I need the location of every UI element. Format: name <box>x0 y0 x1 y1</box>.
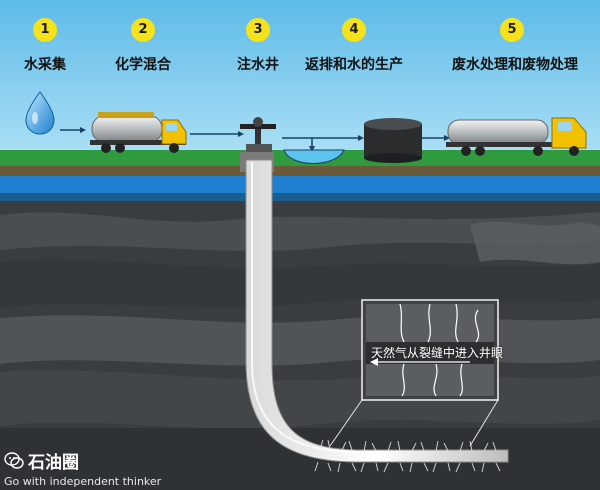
step-label: 废水处理和废物处理 <box>452 57 578 73</box>
tanker-truck-icon <box>446 117 587 156</box>
storage-tank-icon <box>364 118 422 163</box>
step-number-badge: 2 <box>131 18 155 42</box>
rock-stratum-3 <box>0 315 600 366</box>
water-table-band <box>0 176 600 193</box>
watermark-title: 石油圈 <box>28 453 79 473</box>
step-label: 化学混合 <box>115 57 171 73</box>
step-label: 水采集 <box>24 57 66 73</box>
gas-flow-callout: 天然气从裂缝中进入井眼 <box>371 346 504 360</box>
step-4: 4 返排和水的生产 <box>294 18 414 74</box>
watermark: 石油圈 Go with independent thinker <box>4 448 161 488</box>
rock-stratum-2 <box>0 259 600 308</box>
watermark-subtitle: Go with independent thinker <box>4 475 162 488</box>
step-number-badge: 1 <box>33 18 57 42</box>
flowback-pond <box>283 149 345 164</box>
step-3: 3 注水井 <box>198 18 318 74</box>
wellhead-icon <box>240 117 276 154</box>
step-2: 2 化学混合 <box>83 18 203 74</box>
water-drop-icon <box>25 91 55 135</box>
step-number-badge: 5 <box>500 18 524 42</box>
step-1: 1 水采集 <box>0 18 105 74</box>
fracture-inset <box>329 299 499 447</box>
step-label: 返排和水的生产 <box>305 57 403 73</box>
wellbore <box>240 152 509 463</box>
step-number-badge: 4 <box>342 18 366 42</box>
process-arrows <box>60 129 446 148</box>
soil-band <box>0 166 600 176</box>
wechat-icon <box>4 451 24 469</box>
fracture-network <box>307 439 501 473</box>
rock-stratum-1 <box>0 212 600 251</box>
mixing-truck-icon <box>90 112 187 153</box>
step-number-badge: 3 <box>246 18 270 42</box>
step-label: 注水井 <box>237 57 279 73</box>
step-5: 5 废水处理和废物处理 <box>452 18 578 74</box>
